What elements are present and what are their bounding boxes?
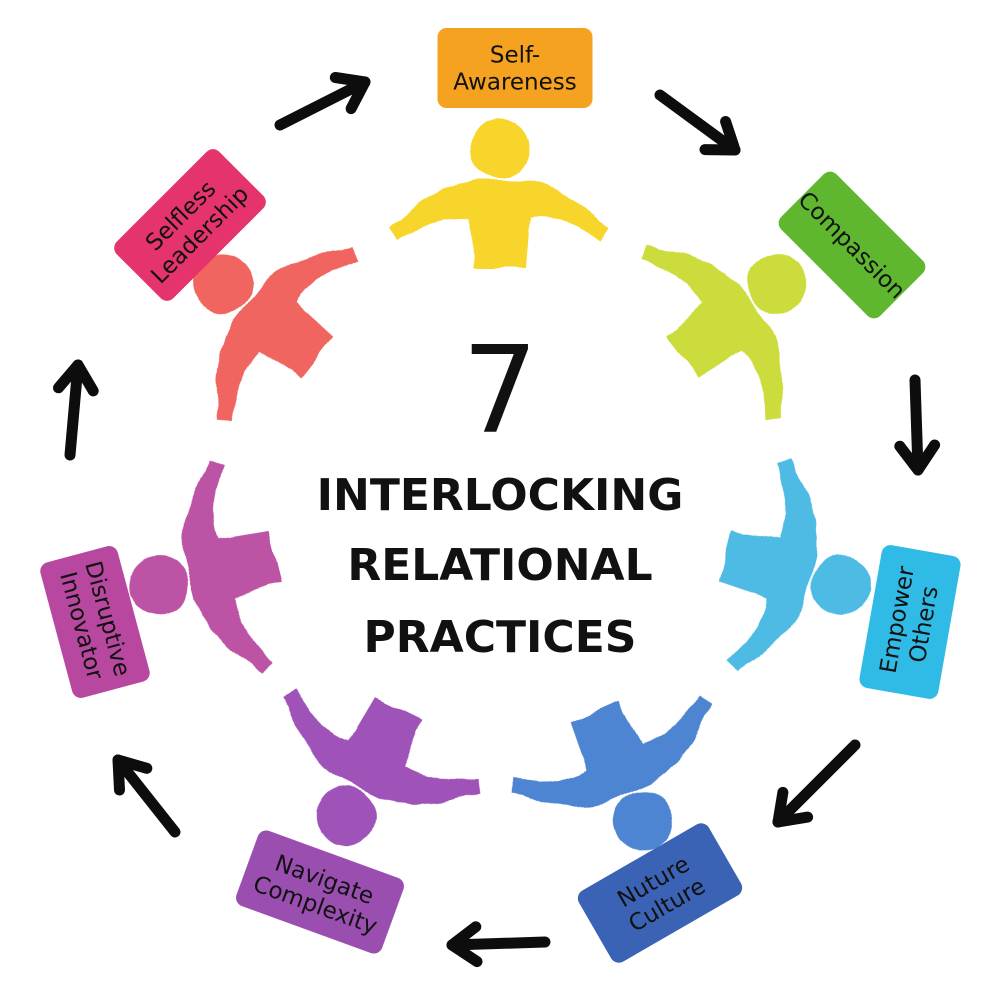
practice-box-bg bbox=[859, 545, 961, 699]
cycle-arrow bbox=[654, 89, 741, 156]
person-figure bbox=[718, 459, 872, 673]
figure-body bbox=[718, 459, 818, 673]
figure-head bbox=[811, 555, 872, 616]
cycle-arrow bbox=[53, 359, 99, 461]
center-line-2: RELATIONAL bbox=[347, 540, 652, 591]
person-figure bbox=[128, 459, 282, 673]
practice-box-bg bbox=[437, 28, 593, 108]
cycle-arrow bbox=[446, 921, 551, 968]
figure-head bbox=[192, 253, 253, 314]
cycle-arrow bbox=[274, 72, 371, 131]
practice-box-bg bbox=[40, 546, 150, 698]
figure-body bbox=[510, 696, 712, 807]
center-line-1: INTERLOCKING bbox=[317, 470, 684, 521]
figure-head bbox=[470, 118, 530, 178]
figure-ring bbox=[128, 118, 872, 852]
cycle-arrows bbox=[53, 72, 941, 968]
person-figure bbox=[510, 696, 712, 852]
cycle-arrow bbox=[894, 374, 941, 476]
practice-box-bg bbox=[114, 149, 266, 301]
figure-body bbox=[182, 459, 282, 673]
person-figure bbox=[390, 118, 610, 268]
figure-body bbox=[390, 180, 610, 268]
practice-box-bg bbox=[236, 830, 404, 954]
person-figure bbox=[642, 245, 808, 421]
figure-head bbox=[613, 791, 674, 852]
practice-label-text: Self- bbox=[490, 43, 540, 69]
figure-head bbox=[128, 555, 189, 616]
practice-label-box: Self-Awareness bbox=[437, 28, 593, 108]
person-figure bbox=[281, 689, 480, 847]
practice-label-text: Awareness bbox=[453, 70, 577, 96]
figure-body bbox=[281, 689, 480, 804]
center-line-3: PRACTICES bbox=[364, 612, 637, 663]
figure-body bbox=[216, 245, 358, 421]
cycle-arrow bbox=[772, 739, 861, 828]
figure-head bbox=[315, 786, 376, 847]
center-title: 7 INTERLOCKING RELATIONAL PRACTICES bbox=[317, 322, 684, 663]
practice-box-bg bbox=[577, 823, 743, 963]
person-figure bbox=[192, 245, 358, 421]
practice-box-bg bbox=[778, 171, 926, 319]
figure-head bbox=[747, 253, 808, 314]
center-number: 7 bbox=[462, 322, 538, 461]
figure-body bbox=[642, 245, 784, 421]
cycle-arrow bbox=[112, 754, 181, 838]
